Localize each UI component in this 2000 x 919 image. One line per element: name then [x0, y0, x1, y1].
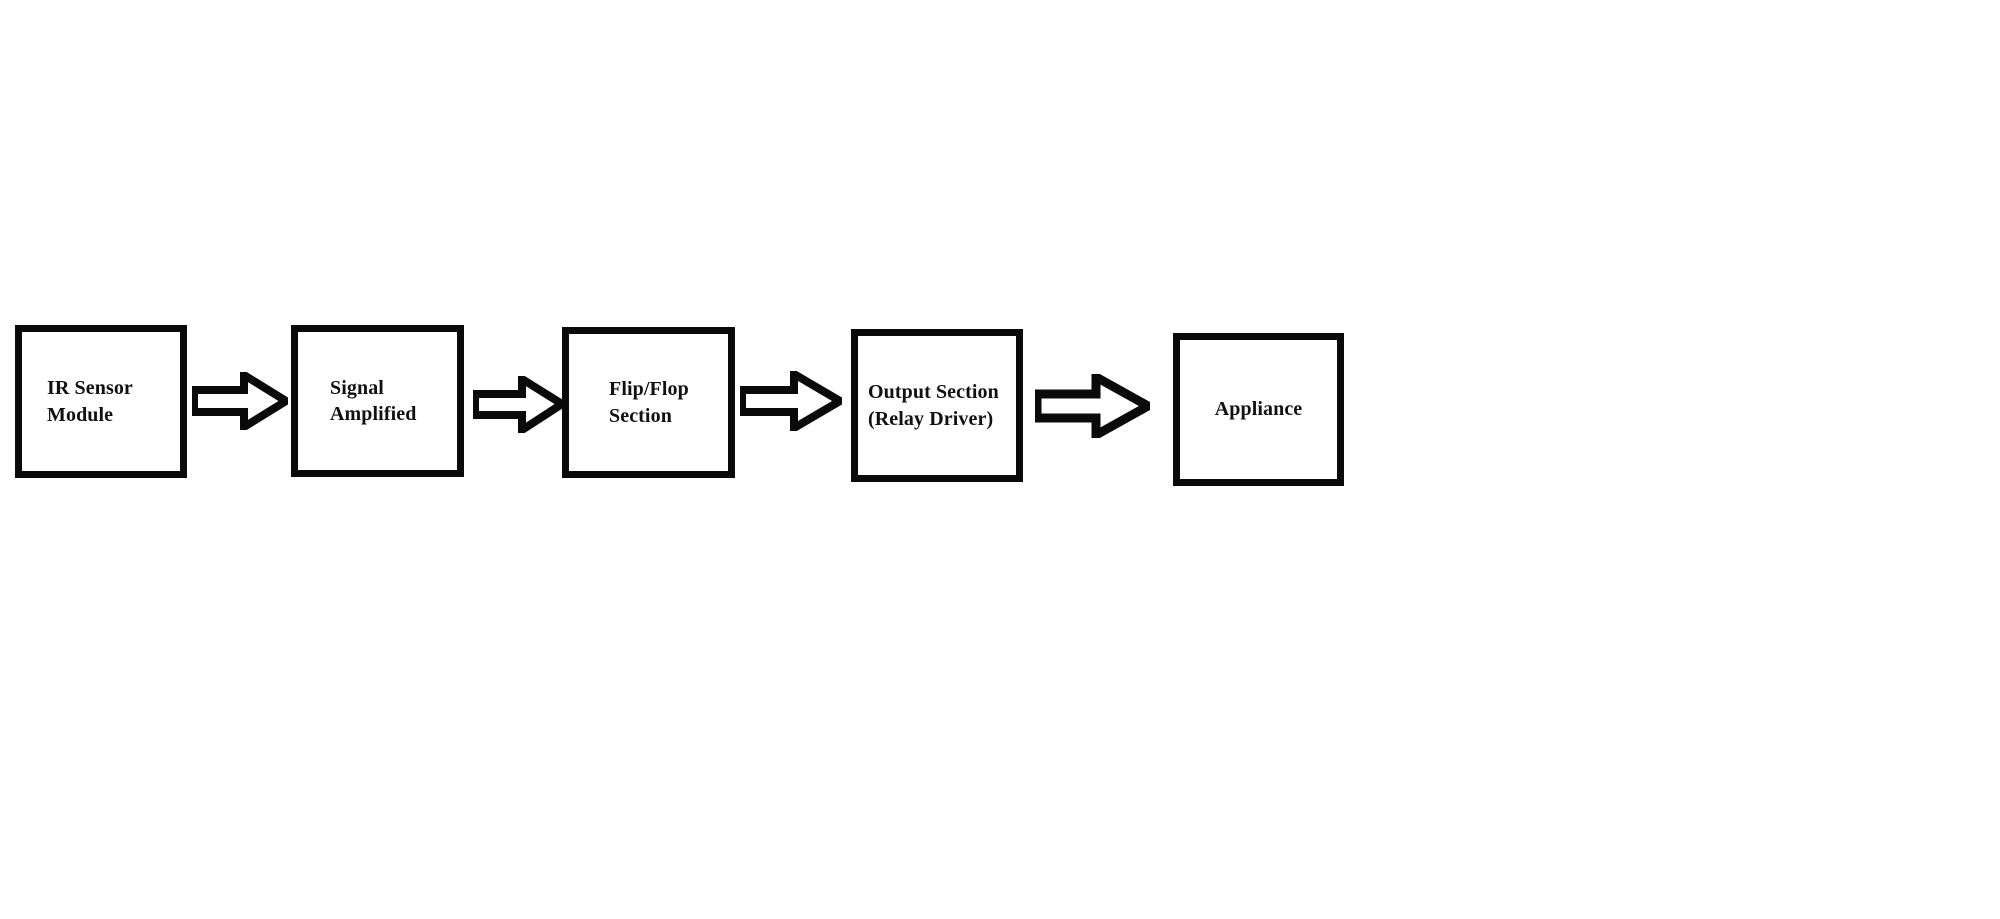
block-signal-amplified[interactable]: Signal Amplified	[291, 325, 464, 477]
block-appliance[interactable]: Appliance	[1173, 333, 1344, 486]
arrow-right-icon-2	[473, 376, 564, 433]
block-label-output-section: Output Section (Relay Driver)	[868, 381, 999, 430]
block-label-ir-sensor-module: IR Sensor Module	[47, 377, 133, 426]
block-label-signal-amplified: Signal Amplified	[330, 376, 417, 425]
arrow-right-icon-1	[192, 372, 288, 430]
block-output-section-relay-driver[interactable]: Output Section (Relay Driver)	[851, 329, 1023, 482]
arrow-right-icon-4	[1035, 374, 1150, 438]
block-flip-flop-section[interactable]: Flip/Flop Section	[562, 327, 735, 478]
block-ir-sensor-module[interactable]: IR Sensor Module	[15, 325, 187, 478]
block-label-flip-flop-section: Flip/Flop Section	[609, 378, 689, 427]
arrow-right-icon-3	[740, 371, 842, 431]
block-label-appliance: Appliance	[1214, 398, 1303, 421]
